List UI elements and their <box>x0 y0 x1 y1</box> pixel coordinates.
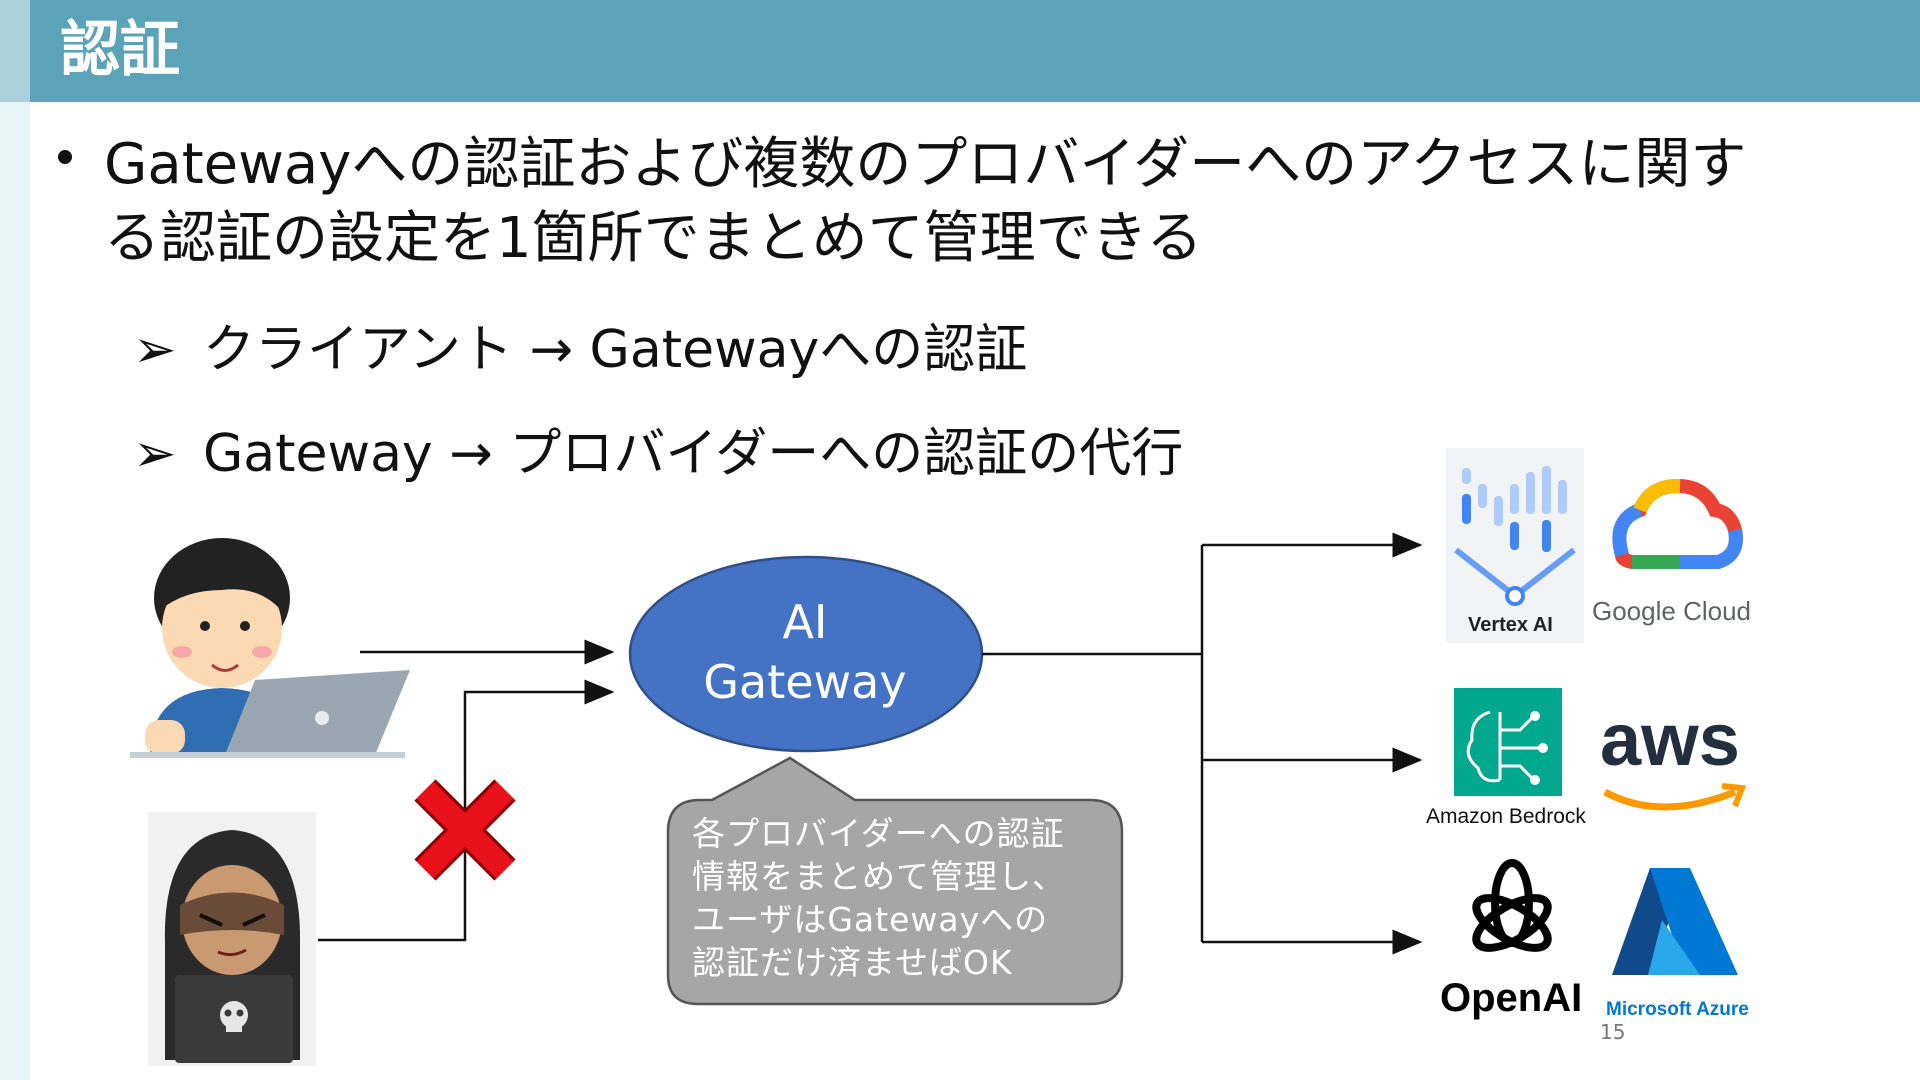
microsoft-azure-label: Microsoft Azure <box>1606 999 1749 1020</box>
sub-item-client-auth: ➢ クライアント → Gatewayへの認証 <box>133 318 1027 382</box>
aws-logo <box>1603 783 1747 811</box>
callout-text: 各プロバイダーへの認証 情報をまとめて管理し、 ユーザはGatewayへの 認証… <box>692 812 1132 984</box>
google-cloud-logo <box>1612 478 1743 569</box>
gateway-label-line: Gateway <box>703 655 907 709</box>
bullet-dot <box>58 150 72 164</box>
ai-gateway-label: AI Gateway <box>630 592 980 712</box>
amazon-bedrock-logo <box>1454 688 1562 796</box>
slide-title: 認証 <box>60 15 180 85</box>
attacker-illustration <box>148 812 316 1066</box>
amazon-bedrock-label: Amazon Bedrock <box>1426 805 1586 828</box>
openai-logo <box>1472 859 1552 952</box>
sub-bullet-marker: ➢ <box>133 320 177 380</box>
openai-label: OpenAI <box>1440 976 1583 1020</box>
callout-line: 認証だけ済ませばOK <box>692 943 1013 982</box>
user-illustration <box>130 538 410 758</box>
sub-item-text: Gateway → プロバイダーへの認証の代行 <box>203 424 1184 484</box>
blocked-x-icon <box>414 779 516 881</box>
callout-bubble <box>666 756 1124 1006</box>
page-number: 15 <box>1600 1020 1626 1044</box>
bullet-text-line-1: Gatewayへの認証および複数のプロバイダーへのアクセスに関す <box>104 132 1747 197</box>
sub-item-text: クライアント → Gatewayへの認証 <box>203 320 1028 380</box>
callout-line: 情報をまとめて管理し、 <box>692 857 1066 896</box>
sub-bullet-marker: ➢ <box>133 424 177 484</box>
aws-label: aws <box>1600 698 1740 781</box>
title-bar <box>0 0 1920 102</box>
vertex-ai-logo <box>1446 448 1584 643</box>
title-bar-accent <box>0 0 30 102</box>
callout-line: 各プロバイダーへの認証 <box>692 814 1065 853</box>
bullet-text-line-2: る認証の設定を1箇所でまとめて管理できる <box>104 206 1203 271</box>
callout-line: ユーザはGatewayへの <box>692 900 1049 939</box>
vertex-ai-label: Vertex AI <box>1468 614 1553 636</box>
sub-item-provider-auth: ➢ Gateway → プロバイダーへの認証の代行 <box>133 422 1183 486</box>
gateway-label-line: AI <box>782 595 828 649</box>
google-cloud-label: Google Cloud <box>1592 596 1751 626</box>
microsoft-azure-logo <box>1612 868 1738 975</box>
side-strip <box>0 102 30 1080</box>
